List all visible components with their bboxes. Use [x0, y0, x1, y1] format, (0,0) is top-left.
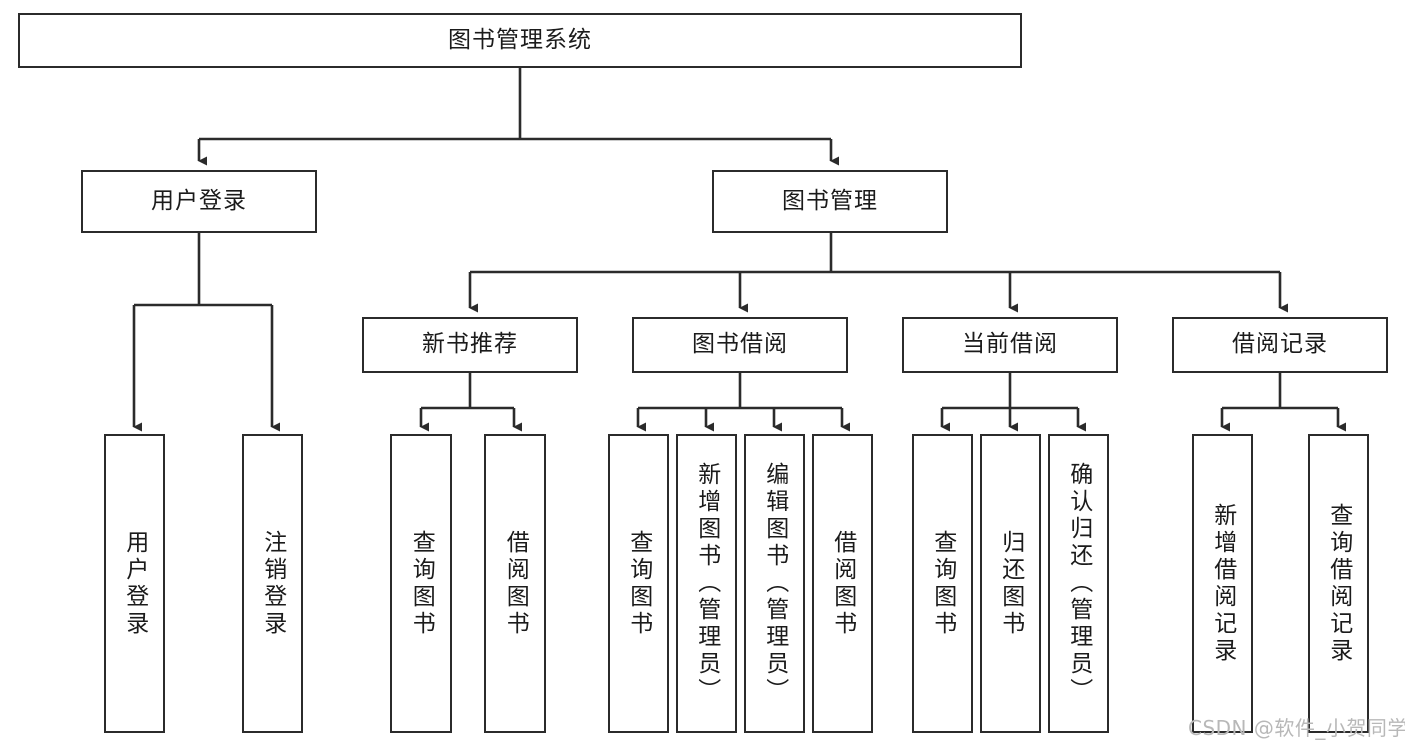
- node-new-book-recommend[interactable]: 新书推荐: [362, 317, 578, 373]
- leaf-current-borrow-return[interactable]: 归还图书: [980, 434, 1041, 733]
- leaf-book-borrow-add[interactable]: 新增图书（管理员）: [676, 434, 737, 733]
- node-label: 注销登录: [259, 529, 286, 638]
- node-label: 新增借阅记录: [1209, 502, 1236, 665]
- node-label: 借阅图书: [502, 529, 529, 638]
- node-label: 查询图书: [408, 529, 435, 638]
- node-label: 图书管理系统: [448, 26, 592, 53]
- node-label: 编辑图书（管理员）: [761, 462, 788, 705]
- node-label: 新书推荐: [422, 331, 518, 358]
- node-label: 用户登录: [121, 529, 148, 638]
- leaf-borrow-record-query[interactable]: 查询借阅记录: [1308, 434, 1369, 733]
- node-borrow-record[interactable]: 借阅记录: [1172, 317, 1388, 373]
- node-label: 归还图书: [997, 529, 1024, 638]
- leaf-new-book-query[interactable]: 查询图书: [390, 434, 452, 733]
- node-label: 图书管理: [782, 187, 878, 214]
- node-label: 查询图书: [929, 529, 956, 638]
- node-book-borrow[interactable]: 图书借阅: [632, 317, 848, 373]
- node-root-book-management-system[interactable]: 图书管理系统: [18, 13, 1022, 68]
- leaf-user-login-login[interactable]: 用户登录: [104, 434, 165, 733]
- leaf-borrow-record-add[interactable]: 新增借阅记录: [1192, 434, 1253, 733]
- node-label: 借阅图书: [829, 529, 856, 638]
- node-label: 新增图书（管理员）: [693, 462, 720, 705]
- node-label: 图书借阅: [692, 331, 788, 358]
- leaf-new-book-borrow[interactable]: 借阅图书: [484, 434, 546, 733]
- watermark: CSDN @软件_小贺同学: [1188, 716, 1405, 740]
- leaf-book-borrow-borrow[interactable]: 借阅图书: [812, 434, 873, 733]
- leaf-current-borrow-query[interactable]: 查询图书: [912, 434, 973, 733]
- leaf-user-login-logout[interactable]: 注销登录: [242, 434, 303, 733]
- leaf-book-borrow-edit[interactable]: 编辑图书（管理员）: [744, 434, 805, 733]
- leaf-current-borrow-confirm-return[interactable]: 确认归还（管理员）: [1048, 434, 1109, 733]
- node-label: 查询图书: [625, 529, 652, 638]
- leaf-book-borrow-query[interactable]: 查询图书: [608, 434, 669, 733]
- node-label: 当前借阅: [962, 331, 1058, 358]
- node-label: 用户登录: [151, 187, 247, 214]
- node-book-management[interactable]: 图书管理: [712, 170, 948, 233]
- node-current-borrow[interactable]: 当前借阅: [902, 317, 1118, 373]
- node-user-login[interactable]: 用户登录: [81, 170, 317, 233]
- node-label: 借阅记录: [1232, 331, 1328, 358]
- node-label: 确认归还（管理员）: [1065, 462, 1092, 705]
- node-label: 查询借阅记录: [1325, 502, 1352, 665]
